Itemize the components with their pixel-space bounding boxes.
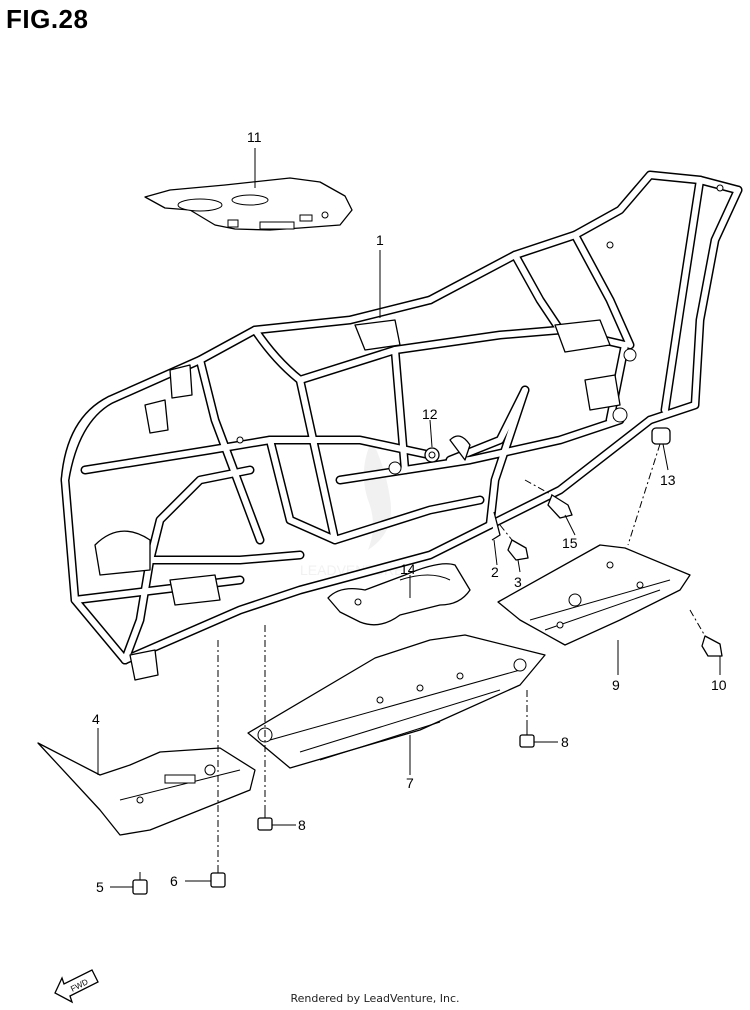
callout-7: 7 bbox=[406, 775, 414, 791]
part-3-bolt[interactable] bbox=[507, 539, 529, 561]
part-8-bolt-front[interactable] bbox=[257, 808, 273, 831]
alignment-lines bbox=[217, 443, 706, 865]
callout-5: 5 bbox=[96, 879, 104, 895]
part-13-cushion[interactable] bbox=[651, 427, 671, 445]
callout-13: 13 bbox=[660, 472, 676, 488]
callout-6: 6 bbox=[170, 873, 178, 889]
callout-8-center: 8 bbox=[561, 734, 569, 750]
part-14-guard[interactable] bbox=[327, 563, 471, 626]
callout-11: 11 bbox=[247, 129, 262, 145]
part-9-rear-skid-plate[interactable] bbox=[497, 544, 691, 646]
callout-labels: 11 1 12 13 15 2 3 14 9 10 8 7 4 8 5 6 bbox=[92, 129, 727, 895]
part-6-bolt[interactable] bbox=[210, 865, 226, 888]
callout-12: 12 bbox=[422, 406, 438, 422]
callout-1: 1 bbox=[376, 232, 384, 248]
callout-10: 10 bbox=[711, 677, 727, 693]
part-7-center-skid-plate[interactable] bbox=[247, 634, 546, 769]
footer-credit: Rendered by LeadVenture, Inc. bbox=[290, 992, 460, 1005]
figure-title: FIG.28 bbox=[6, 4, 89, 34]
part-11-cover-plate[interactable] bbox=[144, 177, 353, 231]
part-8-bolt-center[interactable] bbox=[519, 725, 535, 748]
part-2-bracket-bolt[interactable] bbox=[491, 511, 501, 541]
callout-4: 4 bbox=[92, 711, 100, 727]
callout-14: 14 bbox=[400, 561, 416, 577]
callout-9: 9 bbox=[612, 677, 620, 693]
part-15-bolt[interactable] bbox=[547, 494, 573, 519]
callout-8-front: 8 bbox=[298, 817, 306, 833]
callout-15: 15 bbox=[562, 535, 578, 551]
part-1-frame[interactable] bbox=[60, 170, 743, 681]
callout-2: 2 bbox=[491, 564, 499, 580]
part-4-front-skid-plate[interactable] bbox=[37, 742, 256, 836]
part-12-nut[interactable] bbox=[424, 447, 440, 463]
callout-3: 3 bbox=[514, 574, 522, 590]
leader-lines bbox=[97, 148, 721, 888]
part-5-bolt[interactable] bbox=[132, 872, 148, 895]
part-10-bolt[interactable] bbox=[701, 635, 723, 657]
